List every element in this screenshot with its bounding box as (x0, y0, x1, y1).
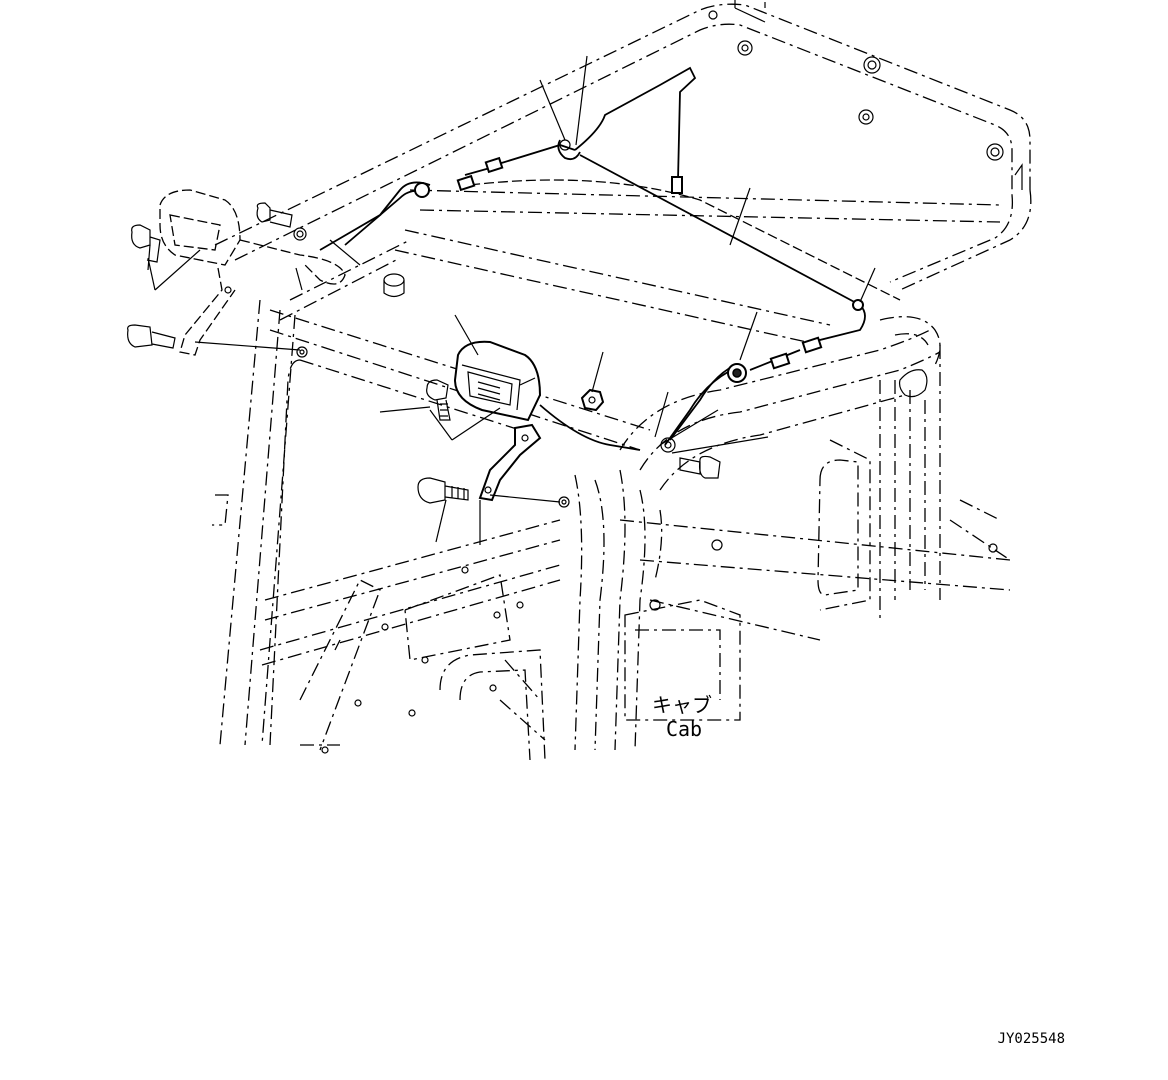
bolt-6 (679, 455, 721, 479)
leader-lines (147, 55, 876, 545)
nut (580, 388, 605, 412)
bolt-1 (131, 224, 161, 271)
wire-harness (319, 66, 866, 451)
drawing-id: JY025548 (998, 1031, 1065, 1047)
cab-frame (212, 229, 1011, 761)
bolt-3 (127, 324, 176, 349)
fasteners (127, 202, 721, 508)
bolt-4 (426, 379, 451, 421)
work-lamp-center (453, 340, 542, 502)
cab-roof (214, 0, 1032, 301)
bolt-5 (417, 477, 469, 504)
bolt-2 (256, 202, 293, 228)
cab-label-en: Cab (666, 717, 702, 741)
work-lamp-left (159, 189, 346, 356)
spacer (383, 273, 405, 298)
cab-label-jp: キャブ (652, 693, 712, 717)
